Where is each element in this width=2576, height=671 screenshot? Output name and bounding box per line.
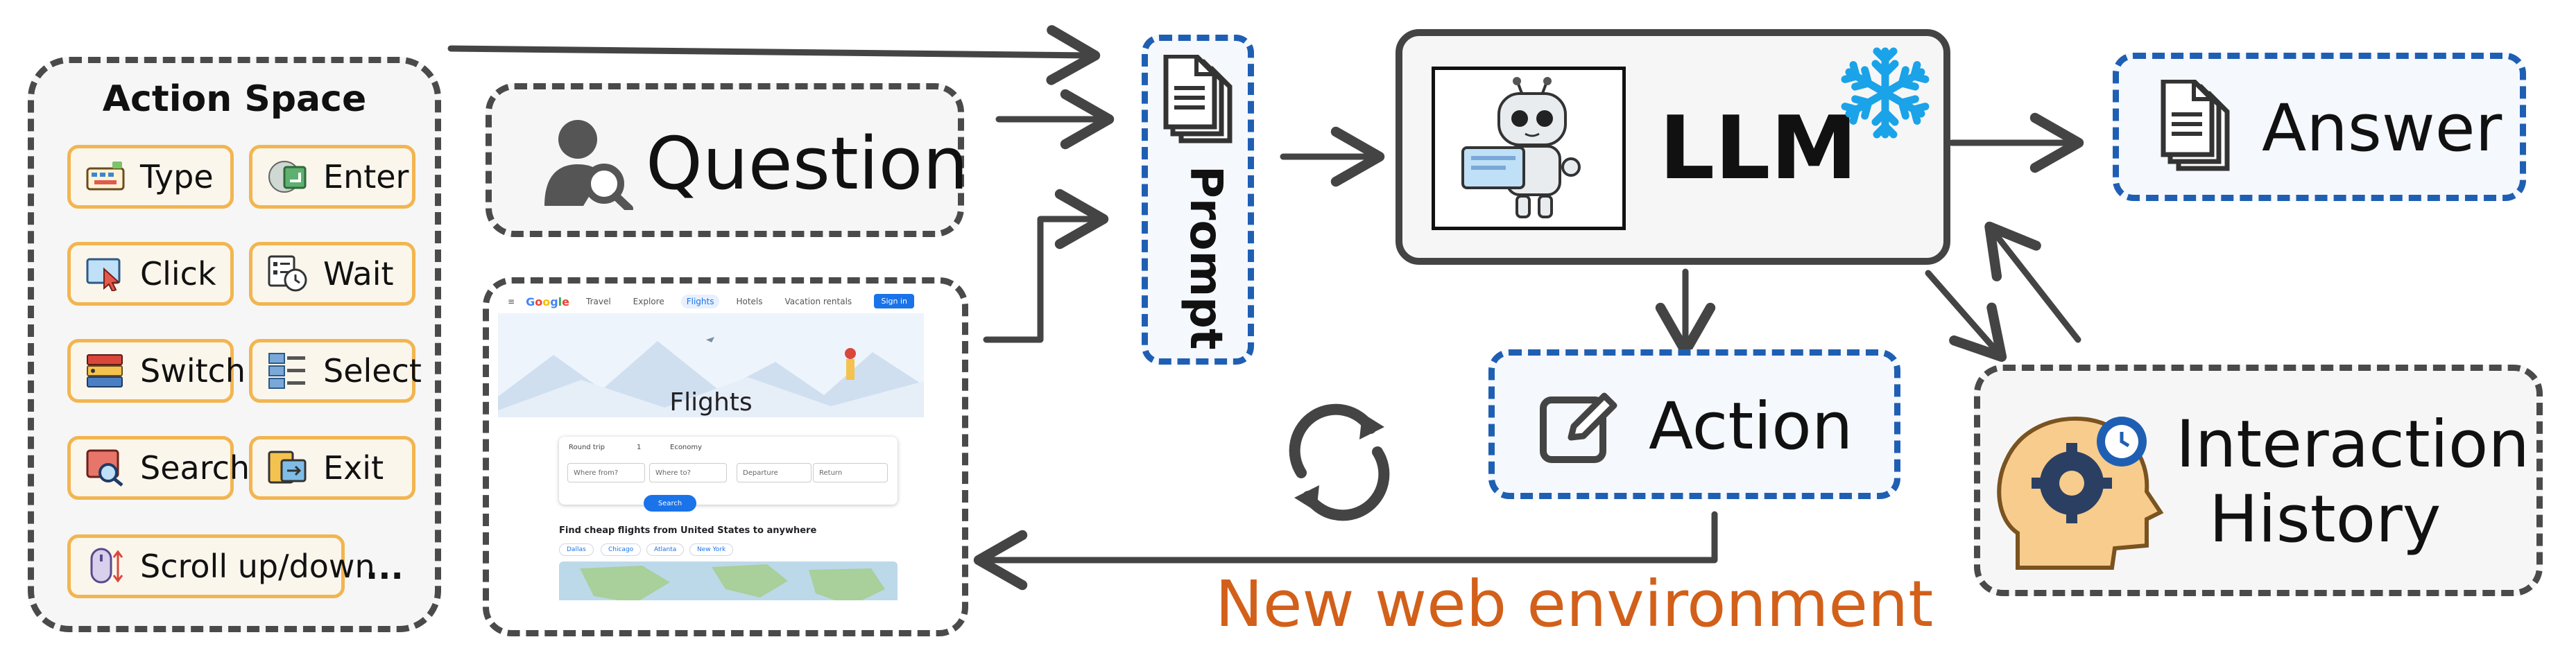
llm-label: LLM	[1659, 97, 1857, 199]
menu-icon[interactable]: ≡	[508, 297, 515, 306]
where-from-input[interactable]: Where from?	[567, 463, 645, 482]
robot-frame	[1432, 67, 1626, 230]
action-exit-label: Exit	[323, 449, 384, 487]
snowflake-icon	[1837, 47, 1934, 141]
city-chip[interactable]: Atlanta	[646, 543, 685, 556]
action-scroll: Scroll up/down	[67, 534, 375, 598]
action-type: Type	[67, 145, 234, 209]
action-click-label: Click	[140, 255, 216, 293]
passengers-select[interactable]: 1	[637, 444, 642, 451]
action-select: Select	[249, 339, 422, 403]
action-space-title: Action Space	[102, 78, 367, 120]
scroll-mouse-icon	[90, 548, 123, 584]
flights-hero-illustration	[498, 313, 924, 417]
keyboard-icon	[86, 162, 125, 191]
action-wait-label: Wait	[323, 255, 394, 293]
arrow-llm-to-history	[1925, 270, 2007, 362]
answer-box: Answer	[2113, 53, 2526, 201]
arrow-web-to-prompt	[983, 189, 1109, 343]
history-label-line2: History	[2209, 482, 2441, 557]
tab-travel[interactable]: Travel	[586, 297, 611, 306]
city-chip[interactable]: New York	[689, 543, 734, 556]
prompt-box: Prompt	[1142, 35, 1254, 365]
answer-document-icon	[2161, 80, 2230, 171]
action-click: Click	[67, 242, 234, 306]
action-enter-label: Enter	[323, 158, 409, 195]
action-search: Search	[67, 436, 250, 500]
history-label-line1: Interaction	[2176, 407, 2530, 482]
clock-wait-icon	[268, 255, 307, 292]
return-input[interactable]: Return	[813, 463, 888, 482]
refresh-cycle-icon	[1289, 403, 1390, 521]
switch-tabs-icon	[87, 354, 123, 387]
trip-type-select[interactable]: Round trip	[569, 444, 605, 451]
select-list-icon	[268, 353, 305, 389]
browser-top-bar: ≡ Google Travel Explore Flights Hotels V…	[498, 290, 924, 313]
mouse-click-icon	[86, 258, 121, 291]
action-search-label: Search	[140, 449, 250, 487]
google-logo: Google	[526, 295, 569, 308]
action-wait: Wait	[249, 242, 415, 306]
question-box: Question	[486, 83, 968, 237]
tab-flights[interactable]: Flights	[680, 295, 720, 308]
action-exit: Exit	[249, 436, 415, 500]
action-switch: Switch	[67, 339, 246, 403]
tab-vacation-rentals[interactable]: Vacation rentals	[784, 297, 852, 306]
arrow-action-to-web	[973, 511, 1718, 591]
world-map[interactable]	[559, 561, 898, 600]
edit-icon	[1540, 392, 1617, 463]
exit-icon	[268, 451, 307, 484]
action-switch-label: Switch	[140, 352, 246, 390]
departure-input[interactable]: Departure	[737, 463, 812, 482]
city-chip[interactable]: Chicago	[601, 543, 642, 556]
action-enter: Enter	[249, 145, 415, 209]
arrow-history-to-llm	[1984, 221, 2081, 343]
user-search-icon	[544, 120, 633, 210]
enter-key-icon	[268, 161, 307, 193]
action-label: Action	[1649, 389, 1853, 464]
action-select-label: Select	[323, 352, 422, 390]
new-web-environment-label: New web environment	[1215, 567, 1934, 641]
interaction-history-box: Interaction History	[1974, 365, 2543, 596]
tab-explore[interactable]: Explore	[633, 297, 664, 306]
answer-label: Answer	[2262, 91, 2502, 166]
city-chip[interactable]: Dallas	[559, 543, 594, 556]
cabin-select[interactable]: Economy	[670, 444, 703, 451]
robot-icon	[1461, 77, 1581, 218]
question-label: Question	[646, 121, 969, 206]
action-type-label: Type	[140, 158, 214, 195]
cheap-flights-heading: Find cheap flights from United States to…	[559, 525, 817, 536]
prompt-document-icon	[1163, 55, 1233, 143]
browser-screenshot: ≡ Google Travel Explore Flights Hotels V…	[498, 290, 924, 600]
action-box: Action	[1488, 349, 1900, 499]
where-to-input[interactable]: Where to?	[649, 463, 727, 482]
action-scroll-label: Scroll up/down	[140, 548, 375, 585]
flight-search-form: Round trip 1 Economy Where from? Where t…	[559, 437, 898, 505]
more-actions-ellipsis: ...	[366, 548, 404, 587]
head-gear-icon	[1997, 417, 2164, 570]
sign-in-button[interactable]: Sign in	[874, 294, 914, 308]
action-space-panel: Action Space Type Enter Click	[28, 57, 441, 632]
prompt-label: Prompt	[1180, 166, 1231, 350]
llm-box: LLM	[1396, 29, 1950, 265]
magnifier-search-icon	[86, 449, 123, 487]
flights-title: Flights	[669, 388, 753, 417]
tab-hotels[interactable]: Hotels	[736, 297, 763, 306]
search-flights-button[interactable]: Search	[644, 495, 696, 512]
arrow-actionspace-to-prompt	[447, 25, 1101, 85]
